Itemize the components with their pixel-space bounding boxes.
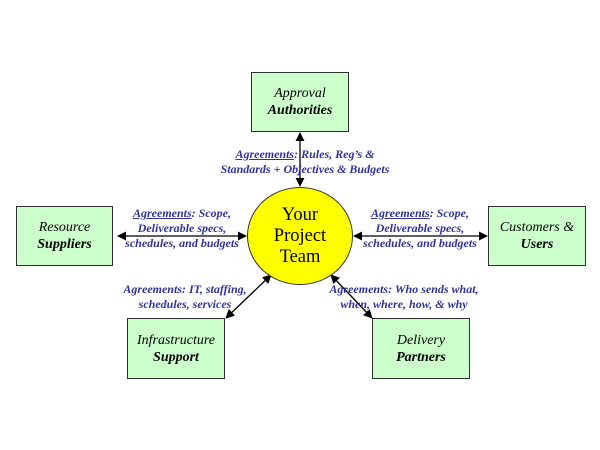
delivery-box-line1: Delivery [396, 332, 446, 348]
delivery-partners-box: Delivery Partners [372, 318, 470, 379]
resource-agreement-label: Agreements: Scope, Deliverable specs, sc… [112, 206, 252, 251]
resource-agreement-line2: Deliverable specs, [137, 221, 227, 235]
infrastructure-agreement-line2: schedules, services [138, 297, 232, 311]
customers-agreement-label: Agreements: Scope, Deliverable specs, sc… [350, 206, 490, 251]
project-team-hub: Your Project Team [247, 187, 353, 285]
delivery-agreement-line1: Agreements: Who sends what, [329, 282, 479, 296]
resource-box-line2: Suppliers [37, 237, 92, 252]
customers-agreement-line3: schedules, and budgets [363, 236, 477, 250]
hub-line2: Project [273, 225, 327, 246]
delivery-agreement-label: Agreements: Who sends what, when, where,… [314, 282, 494, 312]
delivery-agreement-line2: when, where, how, & why [340, 297, 468, 311]
customers-box-line2: Users [520, 237, 554, 252]
approval-box-line2: Authorities [267, 103, 333, 118]
customers-users-box: Customers & Users [488, 206, 586, 266]
delivery-box-line2: Partners [396, 349, 446, 365]
resource-agreement-line1: : Scope, [191, 206, 231, 220]
infrastructure-box-line1: Infrastructure [136, 332, 216, 348]
approval-authorities-box: Approval Authorities [251, 72, 349, 132]
infrastructure-agreement-label: Agreements: IT, staffing, schedules, ser… [105, 282, 265, 312]
infrastructure-agreement-line1: Agreements: IT, staffing, [123, 282, 247, 296]
infrastructure-box-line2: Support [153, 349, 199, 365]
connector-infrastructure [225, 274, 272, 319]
infrastructure-support-box: Infrastructure Support [127, 318, 225, 379]
connector-delivery [330, 274, 373, 319]
hub-line1: Your [281, 204, 319, 225]
approval-box-line1: Approval [274, 86, 326, 101]
approval-agreement-label: Agreements: Rules, Reg’s & Standards + O… [200, 147, 410, 177]
resource-suppliers-box: Resource Suppliers [16, 206, 113, 266]
resource-agreement-keyword: Agreements [133, 206, 192, 220]
approval-agreement-keyword: Agreements [235, 147, 295, 161]
approval-agreement-line2: Standards + Objectives & Budgets [220, 162, 390, 176]
approval-agreement-line1: : Rules, Reg’s & [294, 147, 375, 161]
customers-agreement-keyword: Agreements [371, 206, 430, 220]
customers-agreement-line1: : Scope, [429, 206, 469, 220]
hub-line3: Team [279, 246, 321, 267]
customers-agreement-line2: Deliverable specs, [375, 221, 465, 235]
resource-agreement-line3: schedules, and budgets [125, 236, 239, 250]
resource-box-line1: Resource [38, 220, 91, 235]
customers-box-line1: Customers & [499, 220, 575, 235]
